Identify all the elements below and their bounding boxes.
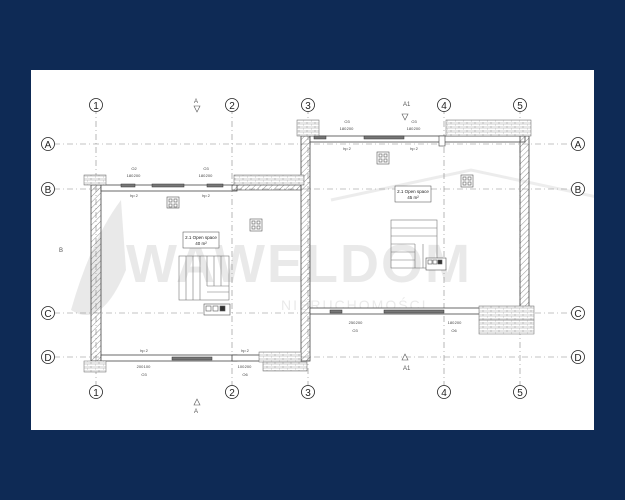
window-dim: 200 — [356, 320, 363, 325]
row-label: C — [44, 309, 51, 320]
row-label: A — [45, 140, 52, 151]
column-label: 5 — [517, 101, 523, 112]
window-tag: hp 2 — [140, 348, 149, 353]
room-area: 40 m² — [195, 241, 207, 246]
column-markers-bottom: 1 2 3 4 5 — [89, 385, 527, 399]
section-mark-a-bottom: A — [194, 409, 198, 415]
window-tag: O3 — [203, 166, 209, 171]
window-tag: hp 2 — [241, 348, 250, 353]
watermark-logo: WAWELDOM — [126, 234, 472, 294]
window-tag: hp 2 — [410, 146, 419, 151]
room-labels: 2.1 Open space 40 m² 2.1 Open space 45 m… — [182, 185, 432, 249]
window-tag: O3 — [352, 328, 358, 333]
window-dim: 250 — [349, 320, 356, 325]
window-tag: O3 — [141, 372, 147, 377]
row-label: B — [575, 185, 582, 196]
window-tag: hp 2 — [202, 193, 211, 198]
column-label: 2 — [229, 101, 235, 112]
column-label: 4 — [441, 388, 447, 399]
window-dim: 200 — [206, 173, 213, 178]
window-dim: 180 — [407, 126, 414, 131]
column-label: 5 — [517, 388, 523, 399]
cladding — [83, 119, 535, 373]
section-mark-a-top: A — [194, 99, 198, 105]
window-tag: O3 — [411, 119, 417, 124]
window-dim: 200 — [347, 126, 354, 131]
annotations: O2 180 200 hp 2 O3 180 200 hp 2 hp 2 200… — [127, 119, 462, 377]
column-label: 1 — [93, 101, 99, 112]
window-dim: 200 — [414, 126, 421, 131]
row-markers-right: A B C D — [571, 137, 585, 364]
section-marks: A A A1 A1 B — [59, 99, 411, 415]
row-label: D — [44, 353, 51, 364]
row-label: B — [45, 185, 52, 196]
row-label: D — [574, 353, 581, 364]
section-mark-a1-bottom: A1 — [403, 366, 411, 372]
room-name: 2.1 Open space — [185, 235, 217, 240]
window-tag: O6 — [242, 372, 248, 377]
window-dim: 180 — [448, 320, 455, 325]
window-tag: hp 2 — [343, 146, 352, 151]
room-area: 45 m² — [407, 195, 419, 200]
row-markers-left: A B C D — [41, 137, 55, 364]
window-dim: 180 — [199, 173, 206, 178]
window-dim: 180 — [340, 126, 347, 131]
watermark: WAWELDOM NIERUCHOMOŚCI — [71, 168, 612, 315]
window-tag: O6 — [451, 328, 457, 333]
column-label: 3 — [305, 388, 311, 399]
window-dim: 200 — [245, 364, 252, 369]
column-label: 4 — [441, 101, 447, 112]
window-tag: O3 — [344, 119, 350, 124]
window-tag: O2 — [131, 166, 137, 171]
windows — [120, 135, 445, 361]
row-label: A — [575, 140, 582, 151]
window-dim: 200 — [134, 173, 141, 178]
row-label: C — [574, 309, 581, 320]
section-mark-a1-top: A1 — [403, 102, 411, 108]
window-dim: 100 — [144, 364, 151, 369]
room-name: 2.1 Open space — [397, 189, 429, 194]
floor-plan: WAWELDOM NIERUCHOMOŚCI 1 2 3 4 5 1 2 3 4 — [41, 98, 612, 415]
window-tag: hp 2 — [130, 193, 139, 198]
window-dim: 180 — [127, 173, 134, 178]
column-label: 2 — [229, 388, 235, 399]
column-label: 3 — [305, 101, 311, 112]
fixtures — [166, 151, 474, 316]
window-dim: 200 — [137, 364, 144, 369]
drawing-sheet: WAWELDOM NIERUCHOMOŚCI 1 2 3 4 5 1 2 3 4 — [31, 70, 612, 430]
window-dim: 200 — [455, 320, 462, 325]
column-label: 1 — [93, 388, 99, 399]
stairs — [178, 219, 438, 301]
section-mark-side: B — [59, 248, 63, 254]
window-dim: 100 — [238, 364, 245, 369]
column-markers-top: 1 2 3 4 5 — [89, 98, 527, 112]
